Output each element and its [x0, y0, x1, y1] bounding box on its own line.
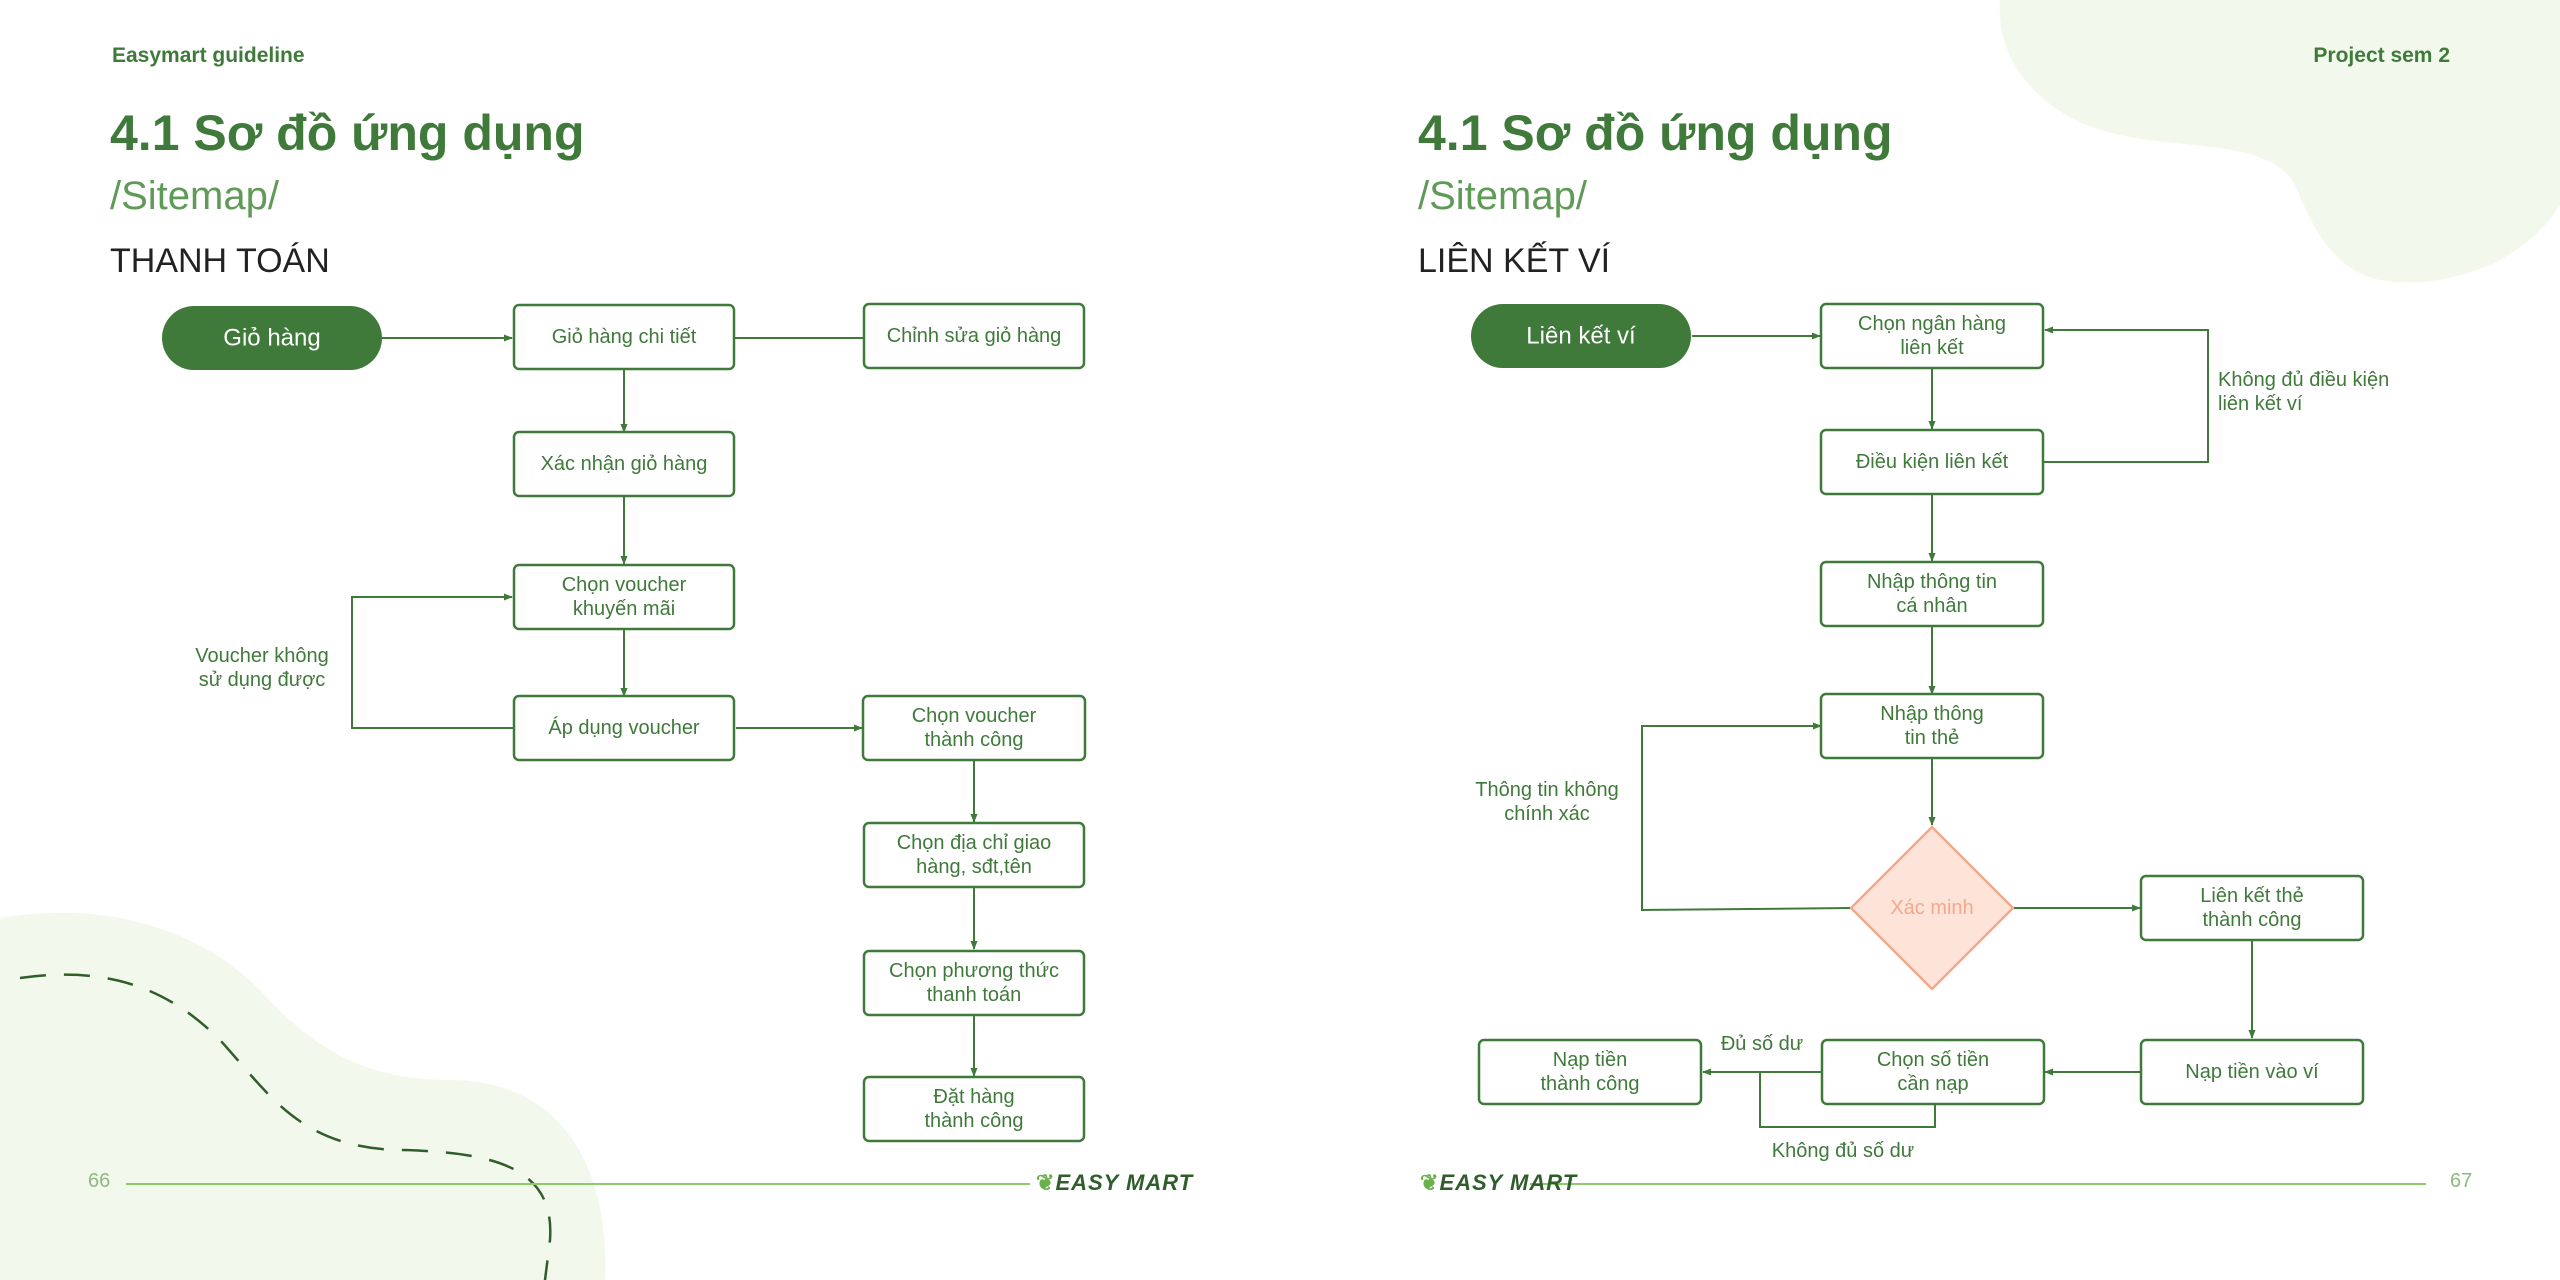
loop-not-eligible	[2043, 326, 2209, 463]
logo-text: EASY MART	[1439, 1170, 1578, 1195]
label-info-incorrect: Thông tin không	[1475, 779, 1618, 801]
label-info-incorrect: chính xác	[1504, 803, 1590, 825]
blob-top-right	[1999, 0, 2560, 283]
section-title-wallet: LIÊN KẾT VÍ	[1418, 242, 1611, 280]
page-title-right: 4.1 Sơ đồ ứng dụng	[1418, 105, 1893, 161]
node-chinh-sua-gio-hang	[862, 302, 1086, 370]
node-label: Áp dụng voucher	[548, 716, 700, 739]
loop-voucher-fail	[351, 593, 514, 729]
node-label: cá nhân	[1896, 595, 1967, 617]
loop-insufficient-balance	[1759, 1072, 1936, 1128]
node-label: cần nạp	[1897, 1073, 1968, 1095]
node-label: Giỏ hàng chi tiết	[552, 326, 697, 348]
node-chon-voucher	[512, 563, 736, 631]
node-label: Chọn phương thức	[889, 960, 1059, 982]
node-label: hàng, sđt,tên	[916, 856, 1032, 878]
page-number-right: 67	[2450, 1170, 2473, 1192]
node-label: Chỉnh sửa giỏ hàng	[887, 325, 1062, 347]
node-nhap-thong-tin-the	[1819, 692, 2045, 760]
node-label: Nhập thông tin	[1867, 571, 1997, 593]
page-number-left: 66	[88, 1170, 111, 1192]
label-insufficient-balance: Không đủ số dư	[1772, 1140, 1914, 1162]
leaf-icon: ❦	[1036, 1170, 1056, 1195]
node-gio-hang-chi-tiet	[512, 303, 736, 371]
node-label: Xác minh	[1890, 897, 1973, 919]
node-label: Chọn voucher	[912, 705, 1037, 727]
header-guideline: Easymart guideline	[112, 44, 305, 67]
logo-easymart-right: ❦EASY MART	[1420, 1170, 1577, 1196]
page-title-left: 4.1 Sơ đồ ứng dụng	[110, 105, 585, 161]
logo-text: EASY MART	[1055, 1170, 1194, 1195]
label-voucher-fail: Voucher không	[195, 645, 328, 667]
node-label: thành công	[925, 1110, 1024, 1132]
node-chon-voucher-thanh-cong	[861, 694, 1087, 762]
node-label: khuyến mãi	[573, 598, 675, 620]
label-not-eligible: liên kết ví	[2218, 393, 2303, 415]
node-nhap-thong-tin-ca-nhan	[1819, 560, 2045, 628]
node-label: Điều kiện liên kết	[1856, 451, 2009, 473]
label-voucher-fail: sử dụng được	[199, 669, 326, 691]
node-chon-so-tien	[1820, 1038, 2046, 1106]
node-xac-nhan-gio-hang	[512, 430, 736, 498]
node-chon-ngan-hang	[1819, 302, 2045, 370]
label-not-eligible: Không đủ điều kiện	[2218, 369, 2389, 391]
blob-bottom-left	[0, 912, 606, 1280]
node-lien-ket-the-thanh-cong	[2139, 874, 2365, 942]
node-label: Xác nhận giỏ hàng	[541, 453, 708, 475]
header-project: Project sem 2	[2313, 44, 2450, 67]
node-label: tin thẻ	[1905, 727, 1959, 749]
node-ap-dung-voucher	[512, 694, 736, 762]
page-subtitle-left: /Sitemap/	[110, 174, 279, 218]
section-title-payment: THANH TOÁN	[110, 242, 330, 280]
node-label: thành công	[2203, 909, 2302, 931]
node-label: thành công	[925, 729, 1024, 751]
node-label: thành công	[1541, 1073, 1640, 1095]
node-label: Chọn số tiền	[1877, 1049, 1989, 1071]
node-label: Chọn ngân hàng	[1858, 313, 2006, 335]
node-chon-phuong-thuc	[862, 949, 1086, 1017]
node-label: Chọn voucher	[562, 574, 687, 596]
page-subtitle-right: /Sitemap/	[1418, 174, 1587, 218]
node-gio-hang	[162, 306, 382, 370]
logo-easymart-left: ❦EASY MART	[1036, 1170, 1193, 1196]
node-nap-tien-vao-vi	[2139, 1038, 2365, 1106]
node-label: thanh toán	[927, 984, 1022, 1006]
leaf-icon: ❦	[1420, 1170, 1440, 1195]
dashed-path	[19, 973, 552, 1280]
node-label: Nhập thông	[1880, 703, 1983, 725]
node-label: Nạp tiền vào ví	[2185, 1061, 2319, 1083]
node-xac-minh	[1849, 825, 2015, 991]
label-sufficient-balance: Đủ số dư	[1721, 1033, 1803, 1055]
node-dat-hang-thanh-cong	[862, 1075, 1086, 1143]
node-lien-ket-vi	[1471, 304, 1691, 368]
node-label: liên kết	[1900, 337, 1964, 359]
node-label: Liên kết thẻ	[2200, 885, 2303, 907]
loop-info-incorrect	[1641, 722, 1852, 912]
node-chon-dia-chi	[862, 821, 1086, 889]
node-label: Chọn địa chỉ giao	[897, 832, 1052, 854]
node-label: Giỏ hàng	[223, 325, 320, 352]
node-label: Nạp tiền	[1553, 1049, 1628, 1071]
node-label: Liên kết ví	[1526, 323, 1636, 350]
node-nap-tien-thanh-cong	[1477, 1038, 1703, 1106]
node-dieu-kien-lien-ket	[1819, 428, 2045, 496]
node-label: Đặt hàng	[933, 1086, 1014, 1108]
